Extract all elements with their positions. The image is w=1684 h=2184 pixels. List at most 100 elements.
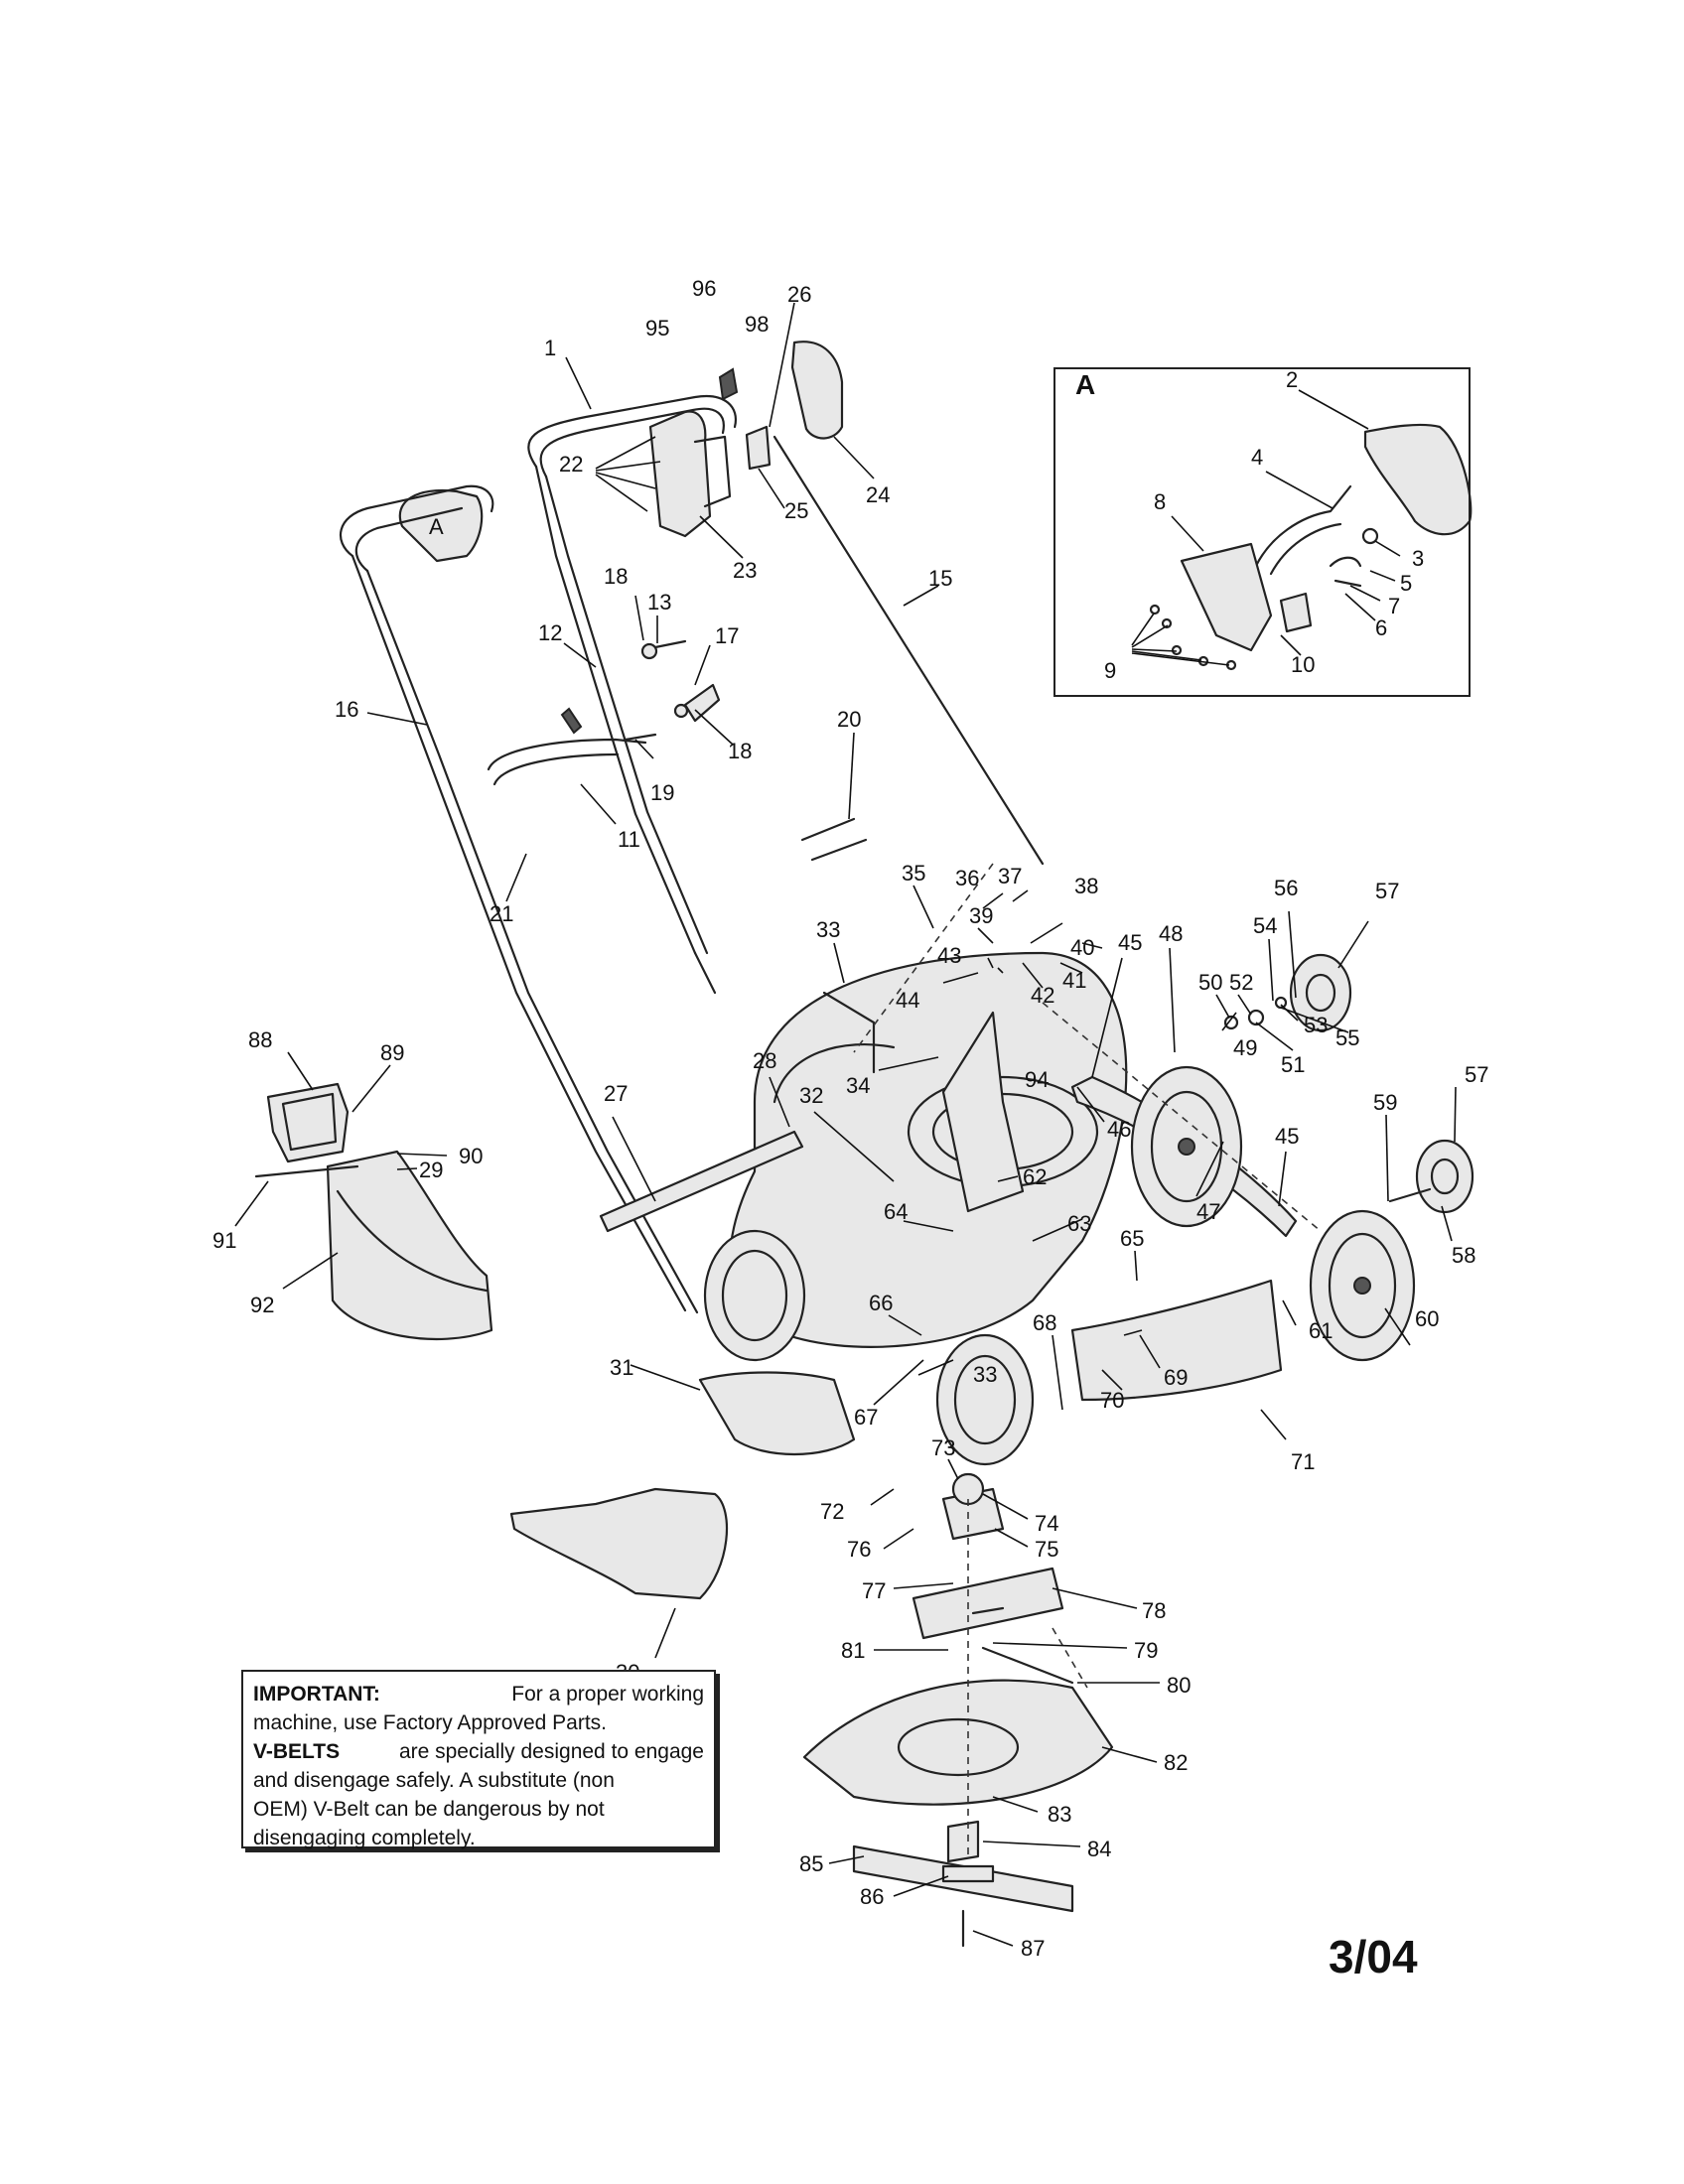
callout-10: 10 xyxy=(1291,652,1315,677)
callout-62: 62 xyxy=(1023,1164,1047,1189)
callout-3: 3 xyxy=(1412,546,1424,571)
callout-96: 96 xyxy=(692,276,716,301)
callout-81: 81 xyxy=(841,1638,865,1663)
callout-52: 52 xyxy=(1229,970,1253,995)
callout-75: 75 xyxy=(1035,1537,1058,1562)
upper-handle xyxy=(527,394,738,995)
callout-88: 88 xyxy=(248,1027,272,1052)
callout-42: 42 xyxy=(1031,983,1054,1008)
callout-86: 86 xyxy=(860,1884,884,1909)
grass-catcher-bag xyxy=(326,1150,493,1341)
callout-19: 19 xyxy=(650,780,674,805)
callout-41: 41 xyxy=(1062,968,1086,993)
callout-23: 23 xyxy=(733,558,757,583)
callout-67: 67 xyxy=(854,1405,878,1430)
notice-line-1: IMPORTANT: For a proper working xyxy=(253,1680,704,1708)
revision-date: 3/04 xyxy=(1329,1931,1418,1982)
callout-61: 61 xyxy=(1309,1318,1333,1343)
wheel-rear-left xyxy=(1130,1065,1243,1228)
callout-71: 71 xyxy=(1291,1449,1315,1474)
callout-40: 40 xyxy=(1070,935,1094,960)
callout-55: 55 xyxy=(1335,1025,1359,1050)
callout-82: 82 xyxy=(1164,1750,1188,1775)
callout-21: 21 xyxy=(490,901,513,926)
callout-72: 72 xyxy=(820,1499,844,1524)
callout-18-top: 18 xyxy=(604,564,628,589)
callout-92: 92 xyxy=(250,1293,274,1317)
callout-98: 98 xyxy=(745,312,769,337)
notice-line-5: OEM) V-Belt can be dangerous by not xyxy=(253,1798,605,1821)
notice-heading: IMPORTANT: xyxy=(253,1683,380,1706)
callout-20: 20 xyxy=(837,707,861,732)
callout-64: 64 xyxy=(884,1199,908,1224)
callout-9: 9 xyxy=(1104,658,1116,683)
callout-63: 63 xyxy=(1067,1211,1091,1236)
callout-56: 56 xyxy=(1274,876,1298,900)
callout-45-lower: 45 xyxy=(1275,1124,1299,1149)
notice-vbelts: V-BELTS xyxy=(253,1740,341,1763)
callout-4: 4 xyxy=(1251,445,1263,470)
notice-line-3-text: are specially designed to engage xyxy=(398,1740,704,1763)
callout-45-upper: 45 xyxy=(1118,930,1142,955)
inset-a-label: A xyxy=(1075,369,1096,400)
callout-70: 70 xyxy=(1100,1388,1124,1413)
leader-lines xyxy=(234,302,1457,1947)
callout-5: 5 xyxy=(1400,571,1412,596)
rear-bar xyxy=(599,1130,804,1233)
callout-31: 31 xyxy=(610,1355,633,1380)
hub-caps xyxy=(1289,953,1474,1214)
callout-38: 38 xyxy=(1074,874,1098,898)
grass-catcher-frame xyxy=(266,1082,350,1163)
callout-74: 74 xyxy=(1035,1511,1058,1536)
callout-95: 95 xyxy=(645,316,669,341)
callout-69: 69 xyxy=(1164,1365,1188,1390)
callout-91: 91 xyxy=(212,1228,236,1253)
callout-50: 50 xyxy=(1198,970,1222,995)
callout-57-lower: 57 xyxy=(1465,1062,1488,1087)
callout-54: 54 xyxy=(1253,913,1277,938)
callout-89: 89 xyxy=(380,1040,404,1065)
callout-7: 7 xyxy=(1388,594,1400,618)
callout-16: 16 xyxy=(335,697,358,722)
callout-58: 58 xyxy=(1452,1243,1475,1268)
callout-32: 32 xyxy=(799,1083,823,1108)
callout-84: 84 xyxy=(1087,1837,1111,1861)
callout-73: 73 xyxy=(931,1435,955,1460)
control-cable xyxy=(772,435,1045,866)
callout-59: 59 xyxy=(1373,1090,1397,1115)
callout-46: 46 xyxy=(1107,1117,1131,1142)
wheel-rear-right xyxy=(1309,1209,1416,1362)
blade-stack xyxy=(802,1472,1114,1948)
callout-68: 68 xyxy=(1033,1310,1056,1335)
callout-83: 83 xyxy=(1048,1802,1071,1827)
callout-15: 15 xyxy=(928,566,952,591)
control-housing xyxy=(648,341,844,538)
callout-11: 11 xyxy=(618,827,640,852)
callout-57-upper: 57 xyxy=(1375,879,1399,903)
handle-marker-a: A xyxy=(429,514,444,539)
callout-79: 79 xyxy=(1134,1638,1158,1663)
callout-29: 29 xyxy=(419,1158,443,1182)
notice-line-2: machine, use Factory Approved Parts. xyxy=(253,1711,608,1734)
callout-28: 28 xyxy=(753,1048,776,1073)
callout-26: 26 xyxy=(787,282,811,307)
callout-51: 51 xyxy=(1281,1052,1305,1077)
side-discharge-chute xyxy=(698,1371,856,1456)
callout-77: 77 xyxy=(862,1578,886,1603)
inset-a-frame xyxy=(1053,367,1471,697)
callout-33-lower: 33 xyxy=(973,1362,997,1387)
callout-18-bottom: 18 xyxy=(728,739,752,763)
wheel-front-right xyxy=(935,1333,1035,1466)
callout-53: 53 xyxy=(1304,1013,1328,1037)
belt-guide-rod xyxy=(981,1646,1074,1685)
rear-flap xyxy=(1070,1279,1283,1402)
height-adjust-bracket xyxy=(941,1011,1025,1213)
wheel-hardware xyxy=(1223,996,1432,1203)
callout-66: 66 xyxy=(869,1291,893,1315)
catcher-rod xyxy=(254,1164,359,1178)
callout-1: 1 xyxy=(544,336,556,360)
callout-37: 37 xyxy=(998,864,1022,888)
handle-bracket-a: A xyxy=(398,488,484,563)
callout-8: 8 xyxy=(1154,489,1166,514)
callout-60: 60 xyxy=(1415,1306,1439,1331)
